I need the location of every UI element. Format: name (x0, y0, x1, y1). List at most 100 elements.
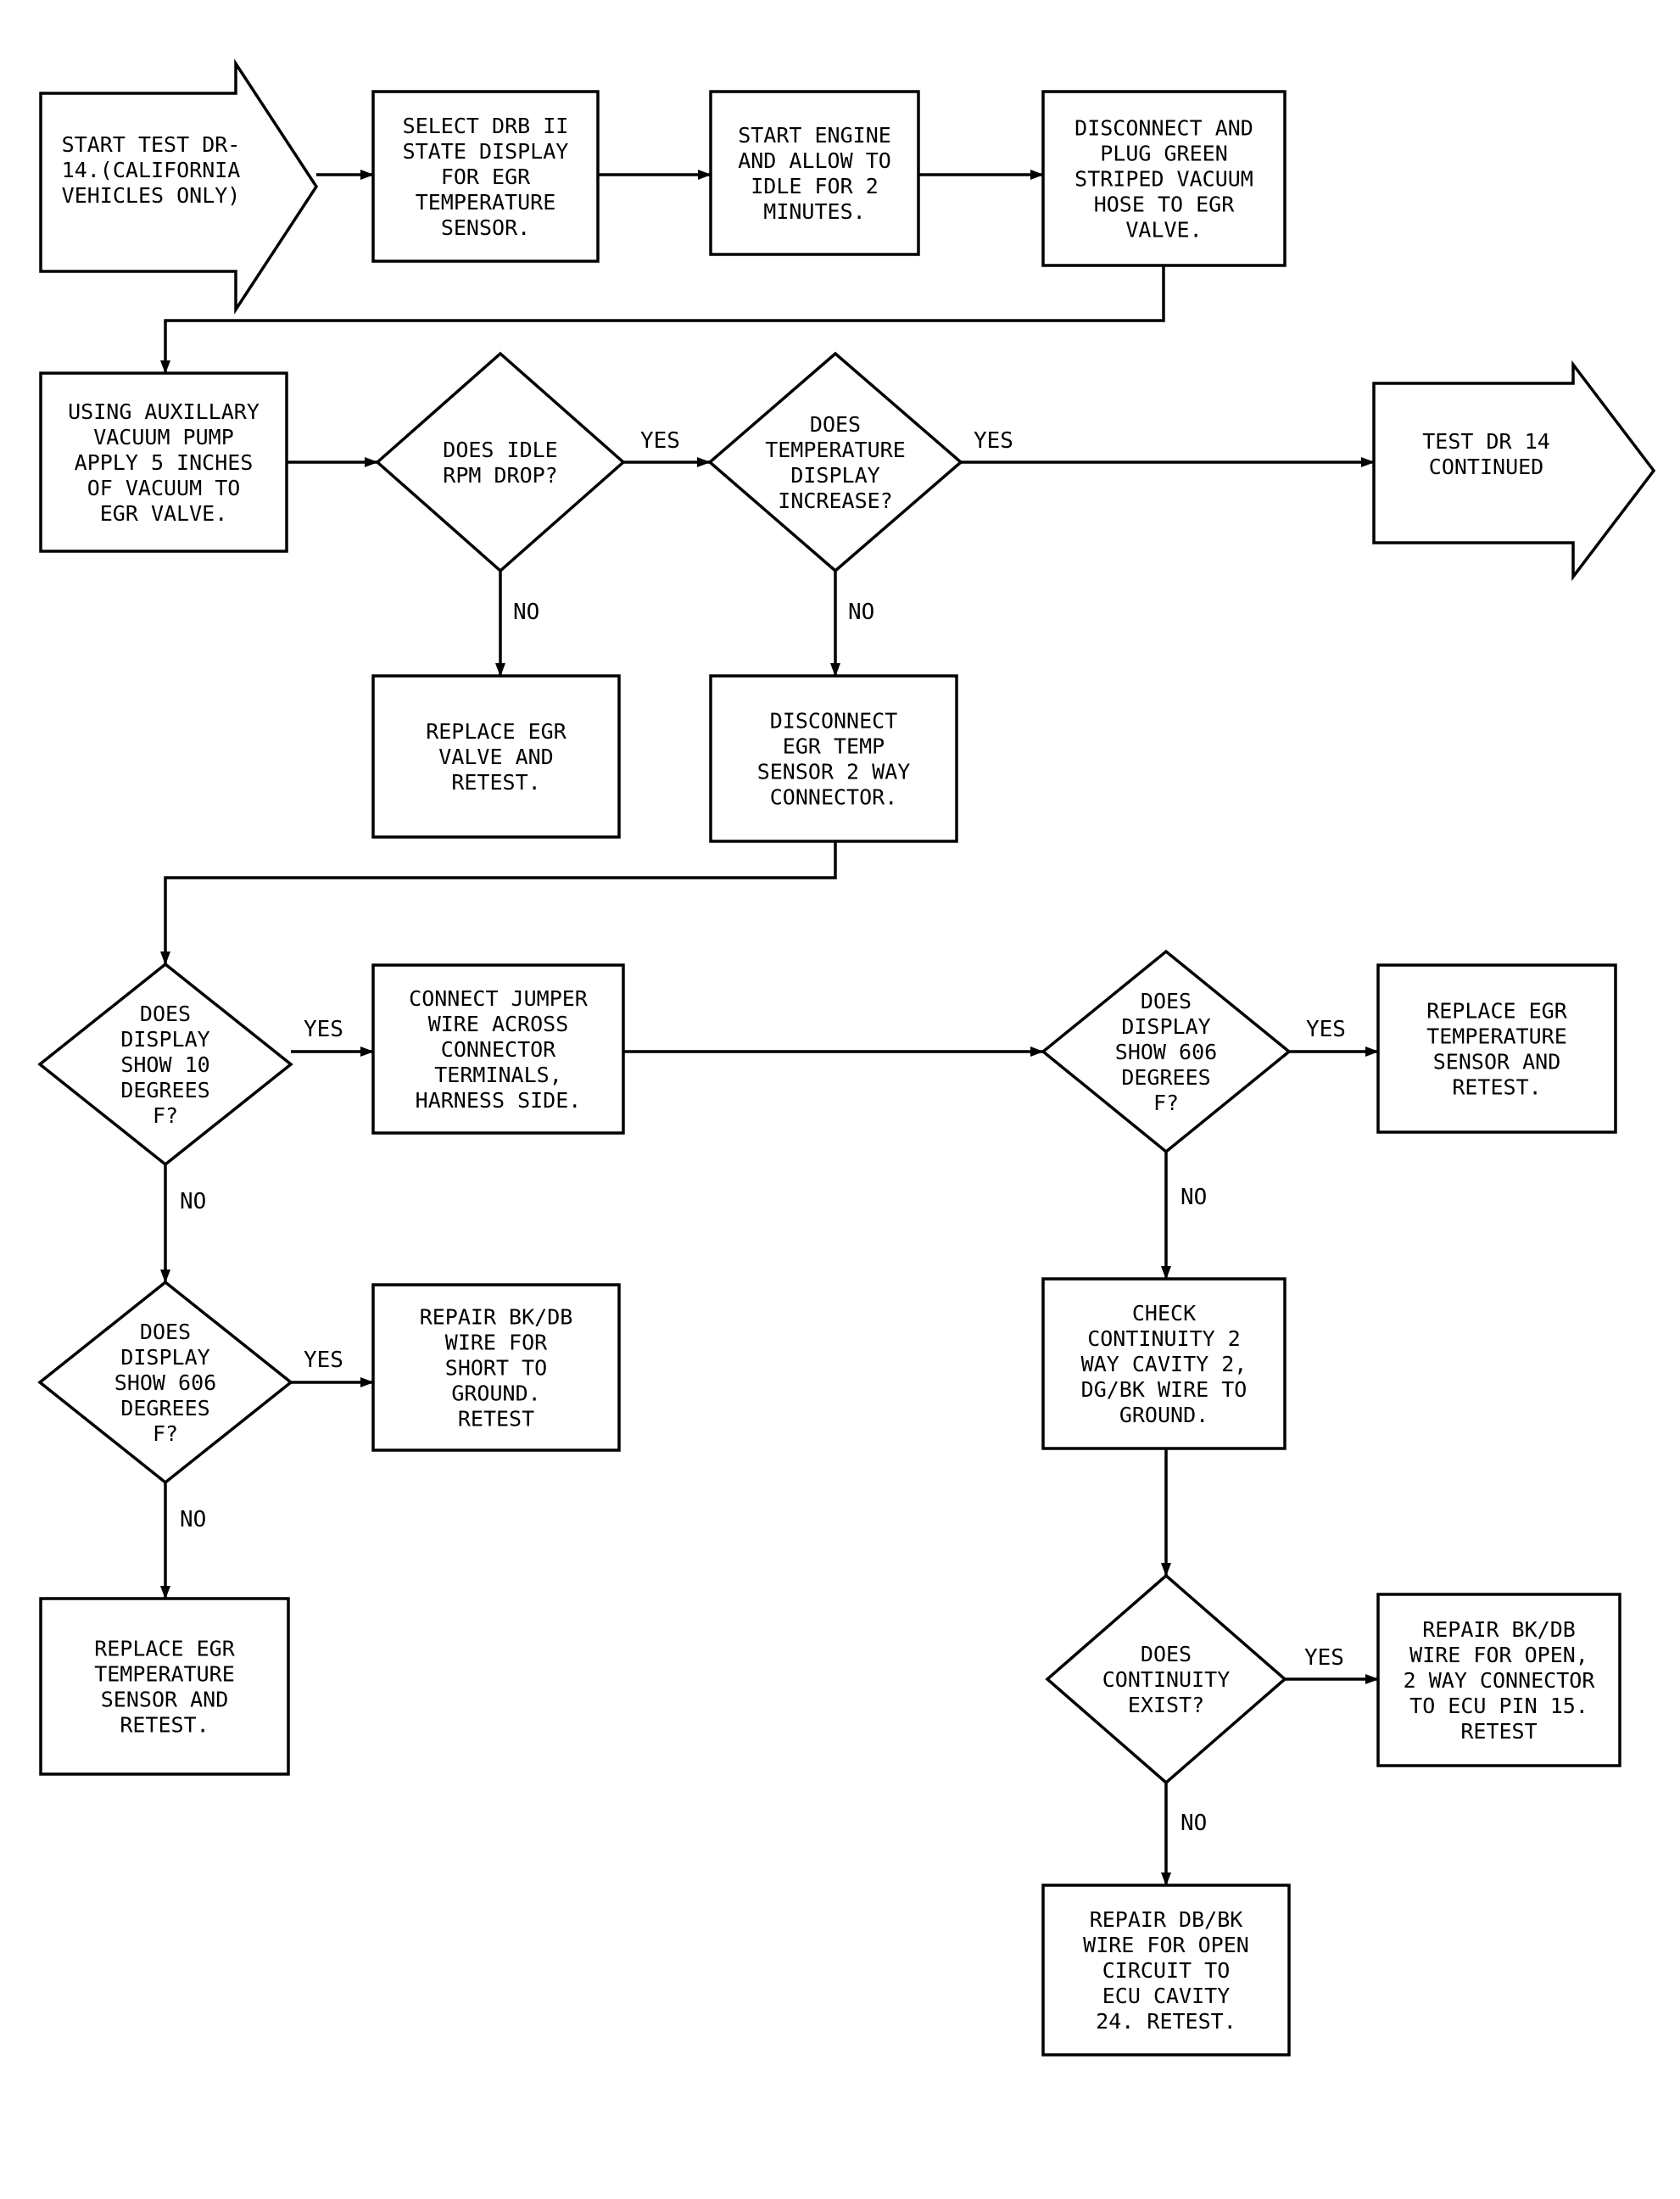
node-text-line: IDLE FOR 2 (751, 174, 879, 198)
process-box (709, 674, 958, 843)
process-box (371, 674, 621, 839)
decision-diamond (375, 351, 626, 573)
edge-label-yes: YES (1306, 1017, 1346, 1042)
process-box (371, 963, 625, 1135)
node-text-line: OF VACUUM TO (87, 476, 241, 500)
edge-label-yes: YES (304, 1017, 343, 1042)
node-text-line: CONNECTOR. (770, 785, 898, 810)
node-text-line: VALVE. (1125, 218, 1202, 243)
node-text-line: 2 WAY CONNECTOR (1404, 1668, 1596, 1693)
decision-diamond (1041, 949, 1292, 1154)
node-text-line: TERMINALS, (434, 1063, 562, 1087)
node-text-line: DOES IDLE (443, 438, 557, 462)
edge-disconnect_sensor-to-show_10 (160, 841, 837, 965)
decision-diamond (707, 351, 963, 573)
node-text-line: 14.(CALIFORNIA (62, 158, 241, 182)
node-text-line: CIRCUIT TO (1102, 1958, 1231, 1983)
process-box (39, 371, 288, 553)
node-text-line: WIRE FOR OPEN, (1409, 1643, 1588, 1667)
node-text-line: SENSOR. (441, 215, 530, 240)
edge-label-no: NO (848, 600, 874, 625)
node-text-line: RETEST. (1452, 1075, 1541, 1100)
node-text-line: RETEST. (451, 770, 540, 795)
process-box (1041, 90, 1287, 267)
node-text-line: VEHICLES ONLY) (62, 183, 241, 208)
node-text-line: CONTINUITY 2 (1087, 1326, 1241, 1351)
node-text-line: VACUUM PUMP (93, 425, 234, 449)
node-text-line: F? (153, 1421, 178, 1446)
node-text-line: TEST DR 14 (1422, 429, 1550, 454)
block-arrow-shape (39, 59, 319, 315)
node-text-line: STATE DISPLAY (403, 139, 569, 164)
node-text-line: DISPLAY (1121, 1014, 1210, 1039)
node-text-line: TEMPERATURE (94, 1662, 235, 1687)
node-text-line: WIRE ACROSS (428, 1012, 569, 1036)
node-text-line: AND ALLOW TO (738, 148, 891, 173)
edge-label-no: NO (180, 1507, 206, 1532)
process-box (1376, 963, 1617, 1134)
node-text-line: DISPLAY (790, 463, 879, 488)
node-text-line: DOES (140, 1320, 191, 1344)
block-arrow-shape (1372, 360, 1656, 582)
node-text-line: REPAIR DB/BK (1090, 1907, 1243, 1932)
decision-diamond (1045, 1573, 1287, 1785)
node-text-line: REPAIR BK/DB (1422, 1617, 1576, 1642)
node-text-line: RETEST (458, 1407, 534, 1432)
node-text-line: 24. RETEST. (1096, 2009, 1236, 2034)
node-text-line: GROUND. (1119, 1403, 1208, 1427)
edge-label-no: NO (513, 600, 539, 625)
node-text-line: DISPLAY (120, 1345, 209, 1370)
node-text-line: DISCONNECT (770, 709, 898, 734)
node-text-line: SELECT DRB II (403, 114, 569, 138)
edge-label-yes: YES (640, 428, 680, 454)
node-text-line: DEGREES (120, 1078, 209, 1102)
node-text-line: SHOW 10 (120, 1052, 209, 1077)
edge-disconnect_hose-to-apply_vacuum (160, 265, 1165, 374)
node-text-line: DOES (810, 412, 861, 437)
node-text-line: CONTINUED (1429, 455, 1543, 479)
node-text-line: SENSOR 2 WAY (757, 760, 911, 784)
node-text-line: DEGREES (120, 1396, 209, 1420)
edge-label-no: NO (1180, 1185, 1207, 1210)
node-text-line: HOSE TO EGR (1094, 193, 1236, 217)
node-text-line: USING AUXILLARY (68, 399, 260, 424)
node-text-line: TEMPERATURE (416, 190, 556, 215)
node-text-line: EXIST? (1128, 1693, 1204, 1717)
node-text-line: CONNECT JUMPER (409, 986, 589, 1011)
node-text-line: VALVE AND (438, 745, 553, 769)
node-text-line: DOES (1141, 989, 1192, 1013)
node-text-line: SHOW 606 (1115, 1040, 1217, 1064)
node-text-line: DG/BK WIRE TO (1081, 1377, 1247, 1402)
node-text-line: WAY CAVITY 2, (1081, 1352, 1247, 1376)
node-text-line: WIRE FOR OPEN (1083, 1933, 1249, 1957)
node-text-line: MINUTES. (763, 199, 865, 224)
edge-label-yes: YES (974, 428, 1013, 454)
node-text-line: CONTINUITY (1102, 1667, 1231, 1692)
node-text-line: SHORT TO (445, 1356, 547, 1381)
node-text-line: RPM DROP? (443, 463, 557, 488)
node-text-line: START ENGINE (738, 123, 891, 148)
decision-diamond (37, 1280, 293, 1485)
node-text-line: STRIPED VACUUM (1074, 167, 1253, 192)
node-text-line: F? (153, 1103, 178, 1128)
edge-label-no: NO (1180, 1811, 1207, 1836)
node-text-line: TO ECU PIN 15. (1409, 1694, 1588, 1718)
node-text-line: CONNECTOR (441, 1037, 556, 1062)
